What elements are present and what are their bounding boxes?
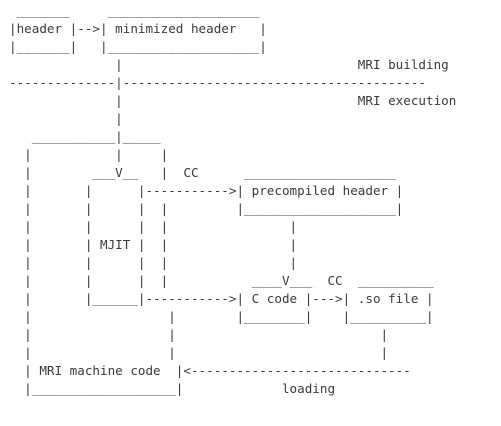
diagram-line: | |______|----------->| C code |--->| .s… [9, 291, 434, 306]
diagram-line: | MRI machine code |<-------------------… [9, 363, 411, 378]
diagram-line: _______ ____________________ [9, 3, 260, 18]
diagram-line: |_______| |____________________| [9, 39, 267, 54]
diagram-line: | MRI execution [9, 93, 457, 108]
diagram-line: | | | [9, 147, 169, 162]
diagram-line: | | |________| |__________| [9, 309, 434, 324]
diagram-line: | | MJIT | | | [9, 237, 298, 252]
diagram-line: ___________|_____ [9, 129, 161, 144]
diagram-line: |___________________| loading [9, 381, 336, 396]
diagram-line: | | |----------->| precompiled header | [9, 183, 404, 198]
diagram-line: | ___V__ | CC ____________________ [9, 165, 396, 180]
diagram-line: | | | | |____________________| [9, 201, 404, 216]
ascii-diagram: _______ ____________________ |header |--… [9, 2, 456, 398]
diagram-line: | | | [9, 327, 389, 342]
diagram-line: | | | | | [9, 219, 298, 234]
diagram-line: | | | [9, 345, 389, 360]
diagram-line: | MRI building [9, 57, 449, 72]
diagram-line: --------------|-------------------------… [9, 75, 427, 90]
diagram-line: |header |-->| minimized header | [9, 21, 267, 36]
diagram-line: | [9, 111, 123, 126]
diagram-line: | | | | | [9, 255, 298, 270]
diagram-line: | | | | ____V___ CC __________ [9, 273, 434, 288]
